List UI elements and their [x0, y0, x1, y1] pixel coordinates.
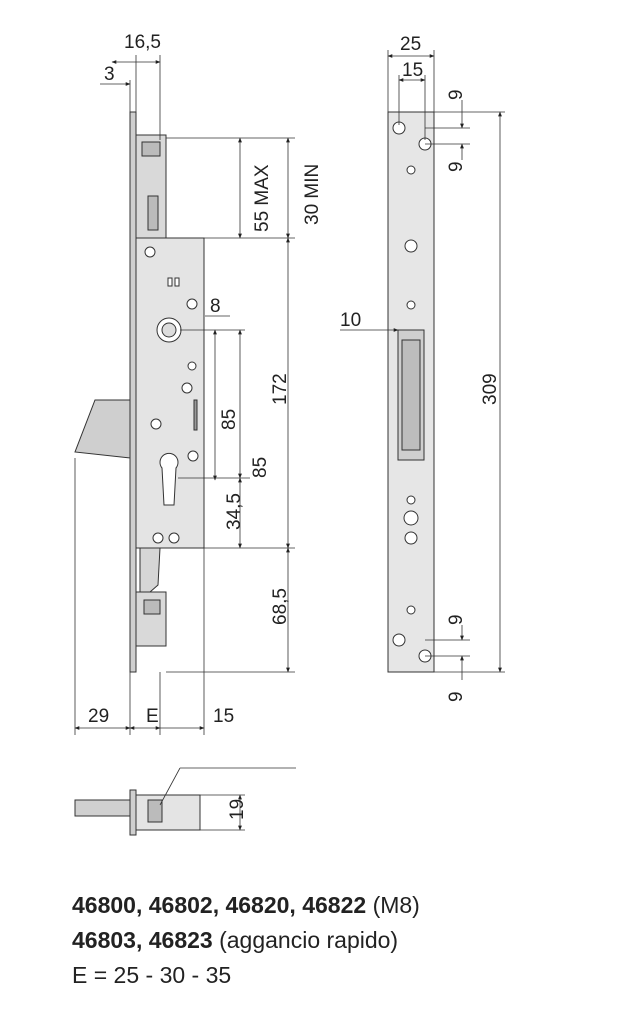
- dim-85-b: 85: [250, 457, 271, 478]
- front-dimension-lines: [74, 55, 295, 735]
- dim-e: E: [146, 706, 159, 727]
- dim-68-5: 68,5: [270, 588, 291, 625]
- dim-9-a: 9: [446, 89, 467, 100]
- dim-9-b: 9: [446, 161, 467, 172]
- lock-front-view: [74, 111, 205, 673]
- side-dimension-lines: [340, 50, 505, 680]
- caption-note-1: (M8): [372, 892, 420, 918]
- dim-309: 309: [480, 373, 501, 405]
- dim-15-top: 15: [402, 60, 423, 81]
- cylinder-hole: [159, 452, 179, 506]
- dim-8: 8: [210, 296, 221, 317]
- dim-15-bottom: 15: [213, 706, 234, 727]
- dim-25: 25: [400, 34, 421, 55]
- caption-codes-2: 46803, 46823: [72, 927, 213, 953]
- dim-10: 10: [340, 310, 361, 331]
- dim-19: 19: [227, 799, 248, 820]
- dim-85-a: 85: [219, 409, 240, 430]
- dim-55-max: 55 MAX: [252, 164, 273, 232]
- lock-top-view: [74, 767, 296, 836]
- dim-29: 29: [88, 706, 109, 727]
- caption-e-values: E = 25 - 30 - 35: [72, 962, 232, 988]
- dim-16-5: 16,5: [124, 32, 161, 53]
- dim-172: 172: [270, 373, 291, 405]
- dim-34-5: 34,5: [224, 493, 245, 530]
- faceplate-side-view: [387, 111, 435, 673]
- caption-line-3: E = 25 - 30 - 35: [72, 958, 420, 993]
- screw: [144, 246, 156, 258]
- faceplate: [129, 111, 137, 673]
- dim-30-min: 30 MIN: [302, 164, 323, 225]
- product-captions: 46800, 46802, 46820, 46822 (M8) 46803, 4…: [72, 888, 420, 993]
- dim-9-d: 9: [446, 691, 467, 702]
- dim-3: 3: [104, 64, 115, 85]
- caption-note-2: (aggancio rapido): [219, 927, 399, 953]
- caption-line-2: 46803, 46823 (aggancio rapido): [72, 923, 420, 958]
- hook-bolt: [74, 399, 131, 459]
- lower-slot: [139, 547, 161, 593]
- dim-9-c: 9: [446, 614, 467, 625]
- caption-codes-1: 46800, 46802, 46820, 46822: [72, 892, 367, 918]
- caption-line-1: 46800, 46802, 46820, 46822 (M8): [72, 888, 420, 923]
